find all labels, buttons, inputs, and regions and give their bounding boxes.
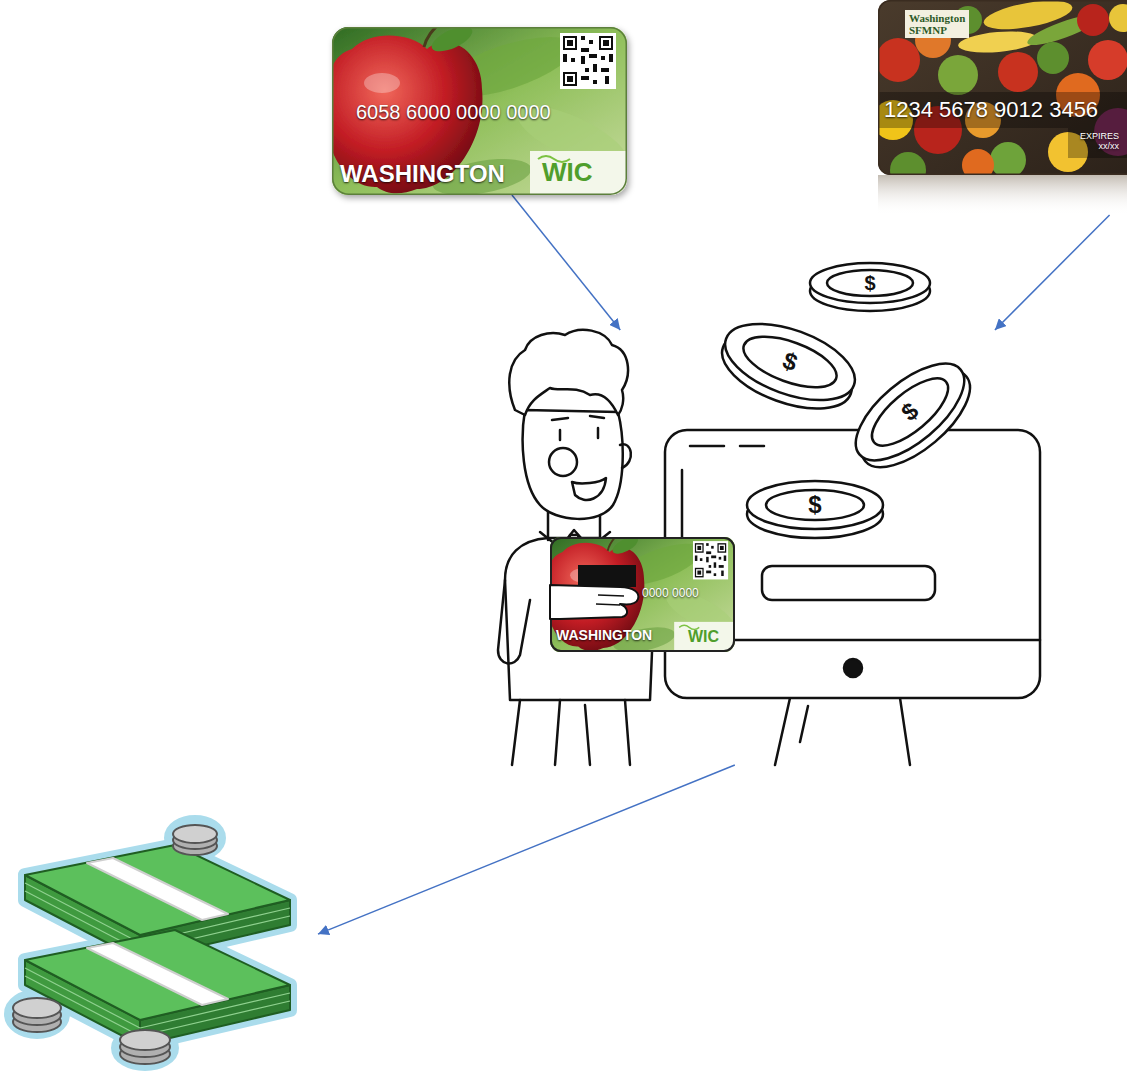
program-logo: WIC <box>688 628 719 646</box>
money-halo <box>11 822 290 1064</box>
flow-arrow <box>995 215 1110 330</box>
coin-symbol: $ <box>808 492 821 518</box>
benefit-card: Washington SFMNP 1234 5678 9012 3456EXPIR… <box>878 0 1127 215</box>
card-face <box>878 0 1127 175</box>
flow-arrow <box>512 195 620 330</box>
flying-coins <box>712 263 986 538</box>
benefit-card: 6058 6000 0000 0000WASHINGTON WIC <box>332 27 627 195</box>
payment-terminal: 0000 0000WASHINGTON WIC <box>497 330 1040 765</box>
sleeve-cuff <box>578 565 636 587</box>
card-state: WASHINGTON <box>556 628 652 643</box>
money-stack <box>5 820 318 1068</box>
flow-arrow <box>318 765 735 934</box>
card-number: 6058 6000 0000 0000 <box>356 101 551 123</box>
card-expiry: EXPIRES xx/xx <box>1080 132 1119 152</box>
card-number: 0000 0000 <box>642 587 699 600</box>
card-state: WASHINGTON <box>340 161 505 187</box>
card-reflection <box>878 175 1127 215</box>
card-number: 1234 5678 9012 3456 <box>884 98 1098 122</box>
program-logo: WIC <box>542 158 593 187</box>
coin-symbol: $ <box>864 272 875 294</box>
held-card: 0000 0000WASHINGTON WIC <box>550 537 735 652</box>
hand <box>550 585 638 619</box>
cash-payout <box>5 820 318 1068</box>
card-brand: Washington SFMNP <box>905 10 969 38</box>
